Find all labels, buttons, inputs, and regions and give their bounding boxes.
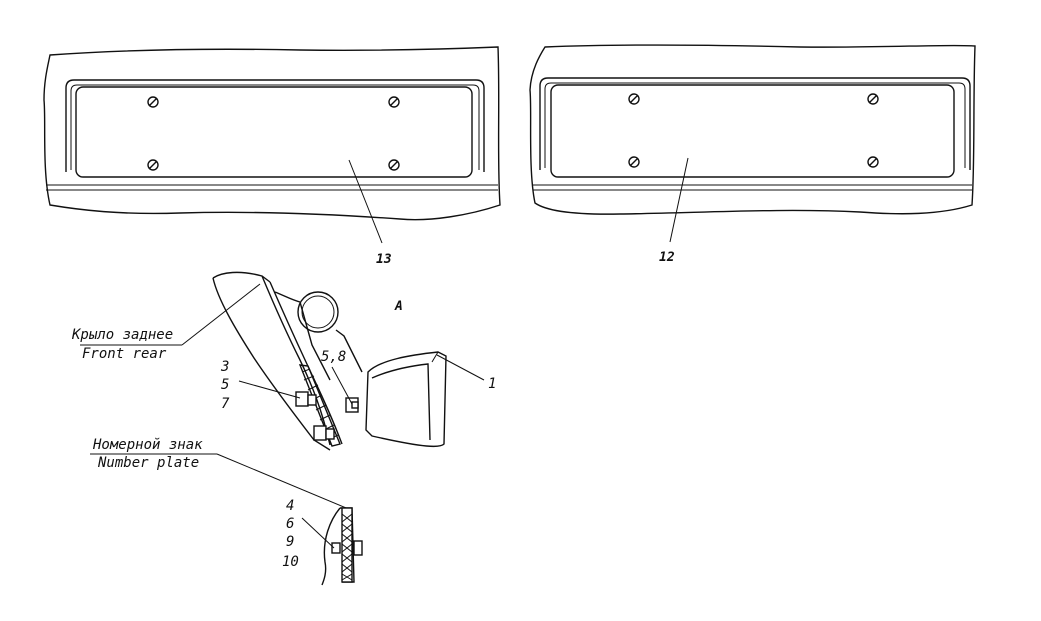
left-plate-panel: 13 bbox=[43, 46, 501, 267]
callout-4: 4 bbox=[286, 498, 294, 514]
callout-5: 5 bbox=[221, 377, 229, 393]
wing-section bbox=[212, 271, 447, 451]
plate-detail bbox=[301, 507, 363, 586]
screw-icon bbox=[388, 96, 400, 108]
screw-icon bbox=[147, 96, 159, 108]
leader-wing bbox=[181, 283, 261, 346]
screw-icon bbox=[628, 93, 640, 105]
callout-7: 7 bbox=[221, 396, 230, 412]
leader-58 bbox=[331, 366, 353, 405]
callout-5-8: 5,8 bbox=[321, 349, 346, 365]
screw-icon bbox=[867, 156, 879, 168]
callout-10: 10 bbox=[282, 554, 299, 570]
callout-6: 6 bbox=[286, 516, 294, 532]
label-plate-ru: Номерной знак bbox=[92, 437, 203, 453]
leader-line-12 bbox=[669, 157, 689, 243]
leader-1 bbox=[436, 354, 485, 381]
callout-12: 12 bbox=[659, 250, 675, 265]
screw-icon bbox=[628, 156, 640, 168]
label-plate-en: Number plate bbox=[97, 455, 199, 471]
callout-3: 3 bbox=[220, 359, 229, 375]
callout-13: 13 bbox=[376, 252, 392, 267]
callout-1: 1 bbox=[488, 376, 496, 392]
screw-icon bbox=[388, 159, 400, 171]
leader-line-13 bbox=[348, 159, 383, 244]
leader-number-plate bbox=[216, 453, 352, 511]
screw-icon bbox=[147, 159, 159, 171]
label-wing-ru: Крыло заднее bbox=[71, 327, 173, 343]
view-a-label: A bbox=[394, 299, 403, 314]
right-plate-panel: 12 bbox=[529, 44, 976, 265]
label-wing-en: Front rear bbox=[82, 346, 167, 362]
callout-9: 9 bbox=[286, 534, 294, 550]
leader-357 bbox=[238, 380, 301, 399]
screw-icon bbox=[867, 93, 879, 105]
